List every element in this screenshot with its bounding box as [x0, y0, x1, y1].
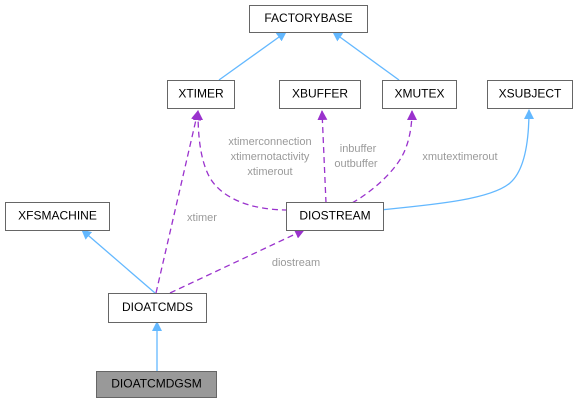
nodes: FACTORYBASE XTIMER XBUFFER XMUTEX XSUBJE… — [5, 5, 573, 398]
node-diostream[interactable]: DIOSTREAM — [286, 202, 384, 231]
edge-dioatcmds-diostream — [169, 229, 305, 294]
edge-diostream-xbuffer — [317, 110, 328, 204]
node-dioatcmds-label: DIOATCMDS — [122, 300, 193, 314]
edge-dioatcmds-xtimer — [155, 110, 201, 294]
node-xfsmachine[interactable]: XFSMACHINE — [5, 202, 110, 231]
node-xtimer-label: XTIMER — [178, 87, 224, 101]
edge-diostream-xmutex — [351, 110, 417, 204]
node-xmutex[interactable]: XMUTEX — [382, 80, 457, 109]
node-xmutex-label: XMUTEX — [394, 87, 444, 101]
node-xfsmachine-label: XFSMACHINE — [18, 209, 97, 223]
node-xbuffer[interactable]: XBUFFER — [279, 80, 361, 109]
node-xbuffer-label: XBUFFER — [292, 87, 348, 101]
label-outbuffer: outbuffer — [334, 158, 378, 170]
edge-dioatcmds-xfsmachine — [81, 229, 156, 294]
inheritance-edges — [81, 31, 534, 371]
label-diostream: diostream — [272, 257, 320, 269]
edge-diostream-xsubject — [379, 109, 534, 211]
edge-xmutex-factorybase — [332, 31, 400, 81]
label-xtimerout: xtimerout — [247, 166, 292, 178]
label-xtimernotactivity: xtimernotactivity — [231, 151, 310, 163]
node-dioatcmdgsm-label: DIOATCMDGSM — [111, 377, 201, 391]
node-dioatcmds[interactable]: DIOATCMDS — [108, 293, 207, 323]
edge-xtimer-factorybase — [218, 31, 287, 81]
label-xtimerconnection: xtimerconnection — [228, 136, 311, 148]
node-factorybase-label: FACTORYBASE — [264, 11, 352, 25]
usage-edges — [155, 110, 417, 294]
node-xtimer[interactable]: XTIMER — [167, 80, 235, 109]
node-xsubject[interactable]: XSUBJECT — [487, 80, 573, 109]
node-diostream-label: DIOSTREAM — [299, 209, 370, 223]
label-xtimer: xtimer — [187, 212, 217, 224]
edge-diostream-xtimer — [193, 110, 289, 211]
edge-labels: xtimerconnection xtimernotactivity xtime… — [187, 136, 498, 269]
label-xmutextimerout: xmutextimerout — [422, 151, 497, 163]
node-xsubject-label: XSUBJECT — [499, 87, 562, 101]
node-dioatcmdgsm[interactable]: DIOATCMDGSM — [96, 371, 217, 398]
label-inbuffer: inbuffer — [340, 143, 377, 155]
node-factorybase[interactable]: FACTORYBASE — [249, 5, 368, 33]
